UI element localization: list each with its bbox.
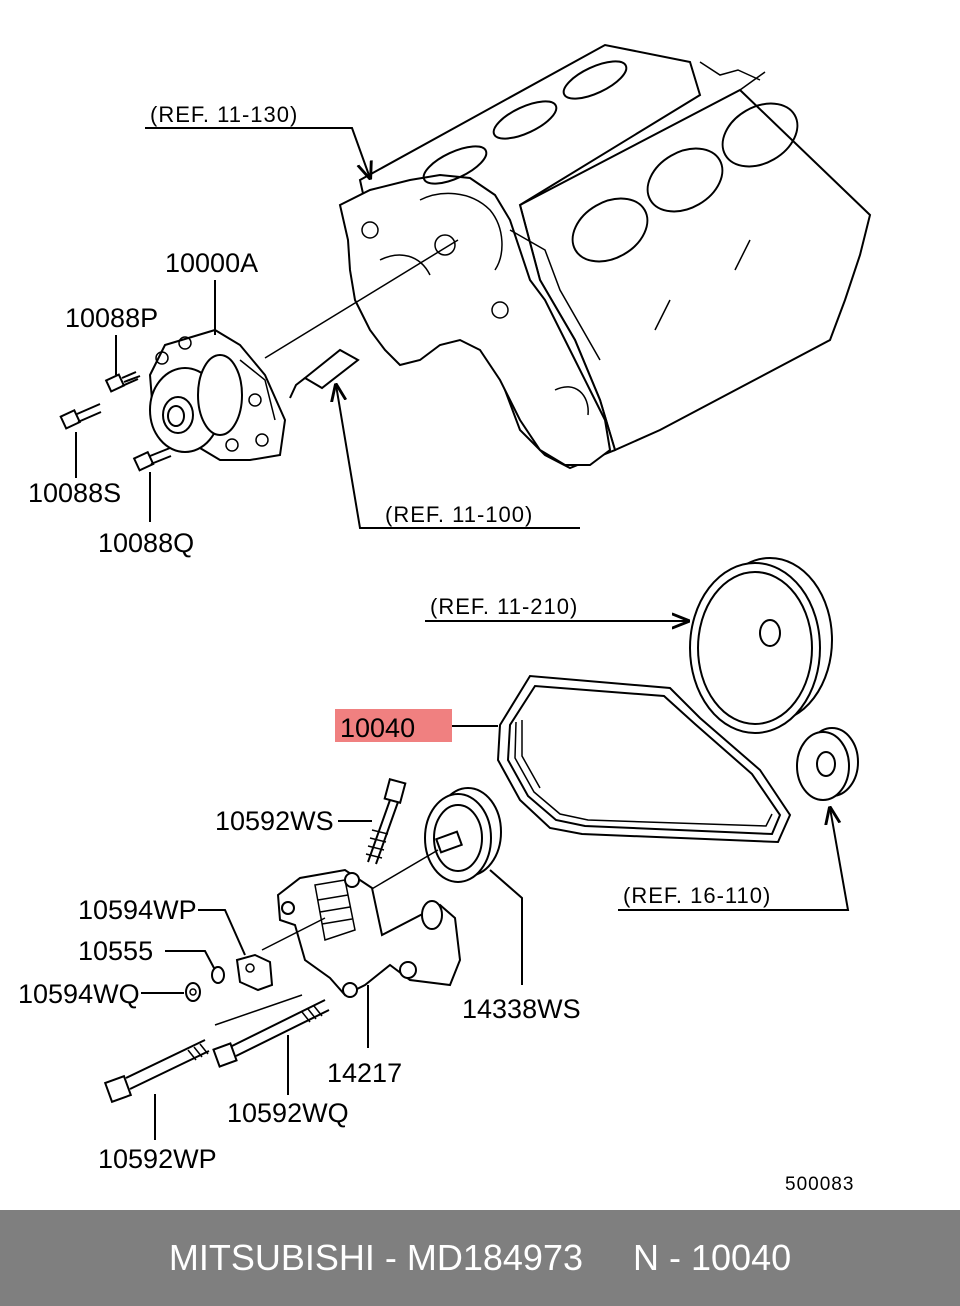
bolt-10088Q-drawing	[132, 447, 172, 472]
ref-11-100-label: (REF. 11-100)	[385, 502, 533, 527]
diagram-code: 500083	[785, 1174, 854, 1195]
tensioner-bracket-axis-line	[261, 917, 326, 951]
footer-text: MITSUBISHI - MD184973 N - 10040	[168, 1237, 792, 1278]
part-label-10088P: 10088P	[65, 303, 158, 333]
ref-11-100-leader	[336, 385, 580, 529]
part-label-10592WP: 10592WP	[98, 1144, 217, 1174]
bolt-10592WS-drawing	[365, 778, 407, 865]
part-label-10594WP: 10594WP	[78, 895, 197, 925]
ref-11-130-leader	[145, 127, 370, 178]
part-label-14217: 14217	[327, 1058, 402, 1088]
part-label-14338WS: 14338WS	[462, 994, 581, 1024]
part-label-10040: 10040	[340, 713, 415, 743]
bolt-10592WQ-drawing	[212, 999, 330, 1068]
bolt-10088P-drawing	[104, 371, 141, 393]
crank-pulley-drawing	[689, 557, 833, 734]
drive-belt-drawing	[496, 674, 792, 844]
tensioner-pulley-drawing	[424, 787, 502, 883]
idler-pulley-drawing	[796, 727, 859, 801]
ref-16-110-label: (REF. 16-110)	[623, 883, 771, 908]
parts-diagram: (REF. 11-130) (REF. 11-100) 10000A 10088…	[18, 43, 872, 1195]
tensioner-axis-line	[369, 849, 439, 891]
part-label-10592WQ: 10592WQ	[227, 1098, 349, 1128]
bolt-10594WP-drawing	[235, 953, 274, 992]
tensioner-lower-axis-line	[214, 994, 303, 1026]
footer-part-banner: MITSUBISHI - MD184973 N - 10040	[0, 1210, 960, 1306]
ref-16-110-leader	[618, 808, 850, 911]
bolt-10088S-drawing	[59, 403, 102, 430]
leader-14338WS	[489, 869, 523, 985]
nut-10594WQ-drawing	[185, 982, 201, 1002]
ref-11-210-label: (REF. 11-210)	[430, 594, 578, 619]
leader-10594WP	[198, 909, 246, 956]
engine-block-drawing	[338, 43, 872, 470]
part-label-10088Q: 10088Q	[98, 528, 194, 558]
part-label-10592WS: 10592WS	[215, 806, 334, 836]
ref-11-130-label: (REF. 11-130)	[150, 102, 298, 127]
water-pump-axis-line	[264, 239, 459, 359]
leader-10555	[165, 950, 215, 969]
washer-10555-drawing	[211, 966, 225, 984]
part-label-10000A: 10000A	[165, 248, 258, 278]
bolt-10592WP-drawing	[103, 1039, 210, 1104]
water-pump-drawing	[148, 328, 287, 461]
tensioner-bracket-drawing	[276, 868, 462, 998]
part-label-10594WQ: 10594WQ	[18, 979, 140, 1009]
part-label-10040-highlight	[335, 709, 452, 742]
gasket-drawing	[289, 348, 360, 399]
part-label-10555: 10555	[78, 936, 153, 966]
part-label-10088S: 10088S	[28, 478, 121, 508]
